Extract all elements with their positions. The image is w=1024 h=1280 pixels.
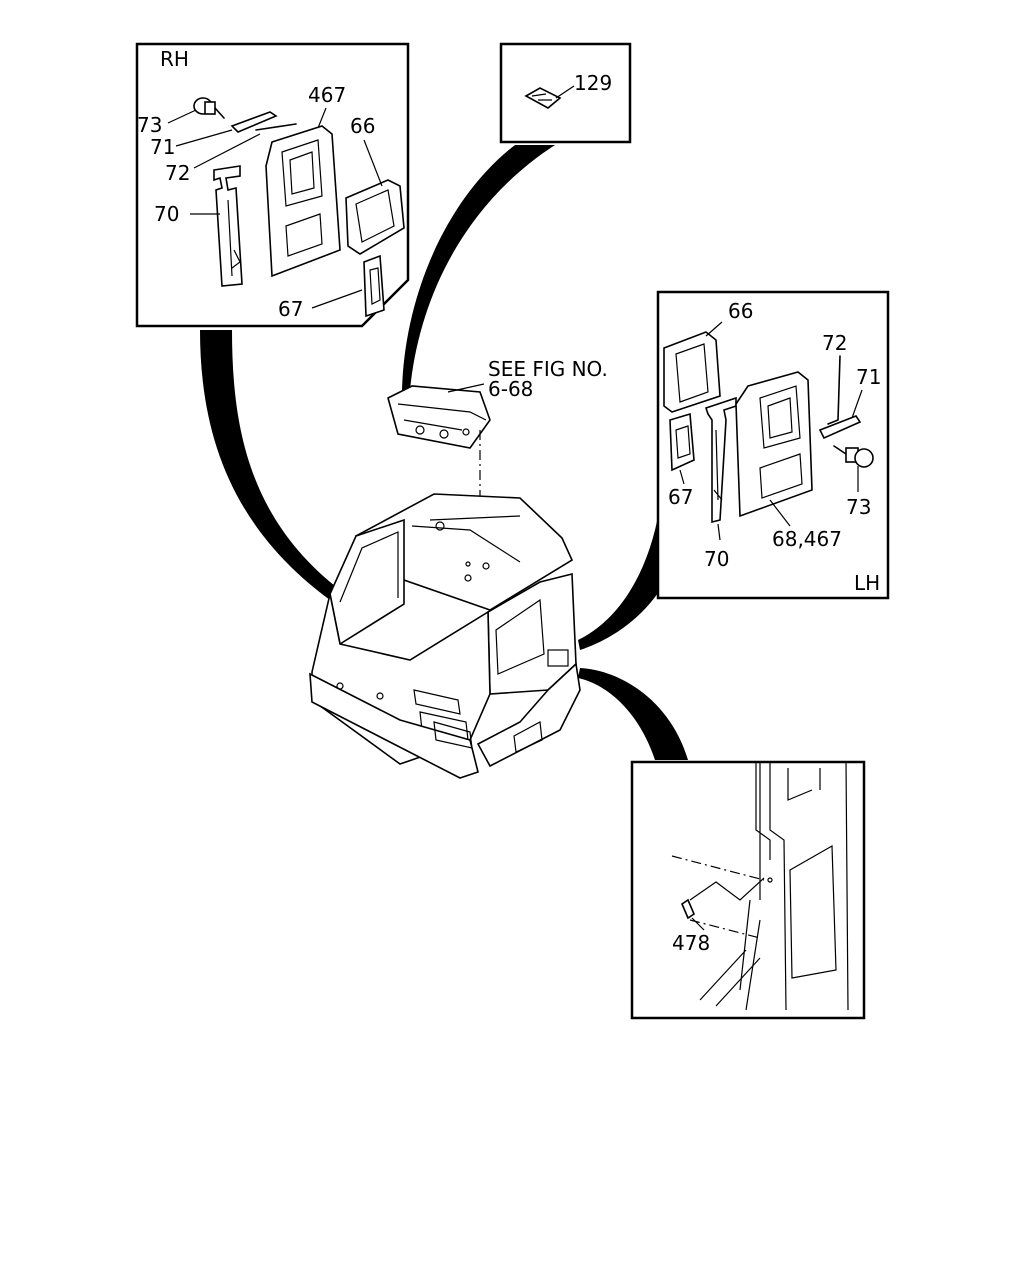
lh-title: LH xyxy=(854,571,880,595)
callout-lh xyxy=(578,505,660,650)
top-panel-frame xyxy=(499,42,632,144)
rh-panel: RH 73 71 72 70 xyxy=(135,42,410,328)
callout-detail xyxy=(578,668,688,760)
rh-part-72 xyxy=(193,123,297,169)
lh-part-72 xyxy=(827,355,841,425)
lh-part-67 xyxy=(669,412,695,485)
see-fig-line2: 6-68 xyxy=(488,377,533,401)
rh-label-67: 67 xyxy=(278,297,303,321)
lh-label-71: 71 xyxy=(856,365,881,389)
rh-label-66: 66 xyxy=(350,114,375,138)
lh-label-68-467: 68,467 xyxy=(772,527,842,551)
rh-part-67 xyxy=(311,254,385,318)
detail-panel-frame xyxy=(630,760,866,1020)
truck-cab xyxy=(309,493,581,779)
callout-rh xyxy=(200,330,340,600)
rh-label-73: 73 xyxy=(137,113,162,137)
lh-label-66: 66 xyxy=(728,299,753,323)
rh-part-71 xyxy=(175,111,278,147)
top-label-129: 129 xyxy=(574,71,612,95)
lh-part-71 xyxy=(818,389,863,440)
lh-part-70 xyxy=(704,396,737,541)
detail-label-478: 478 xyxy=(672,931,710,955)
roof-panel xyxy=(387,383,491,548)
rh-part-467 xyxy=(265,107,341,278)
see-fig-line1: SEE FIG NO. xyxy=(488,357,608,381)
lh-panel: LH 66 67 70 68,467 xyxy=(656,290,890,600)
lh-part-73 xyxy=(833,445,874,492)
rh-label-467: 467 xyxy=(308,83,346,107)
rh-part-70 xyxy=(190,165,243,287)
rh-label-72: 72 xyxy=(165,161,190,185)
rh-label-70: 70 xyxy=(154,202,179,226)
rh-label-71: 71 xyxy=(150,135,175,159)
top-panel: 129 xyxy=(499,42,632,144)
lh-label-67: 67 xyxy=(668,485,693,509)
detail-panel: 478 xyxy=(630,760,866,1020)
lh-part-66 xyxy=(663,321,723,413)
rh-part-66 xyxy=(345,139,405,255)
lh-part-68-467 xyxy=(735,371,813,527)
rh-part-73 xyxy=(167,97,225,124)
lh-label-72: 72 xyxy=(822,331,847,355)
top-part-129 xyxy=(524,85,575,109)
rh-title: RH xyxy=(160,47,189,71)
callout-top xyxy=(402,145,555,390)
lh-label-73: 73 xyxy=(846,495,871,519)
detail-part-478 xyxy=(681,898,705,931)
lh-label-70: 70 xyxy=(704,547,729,571)
